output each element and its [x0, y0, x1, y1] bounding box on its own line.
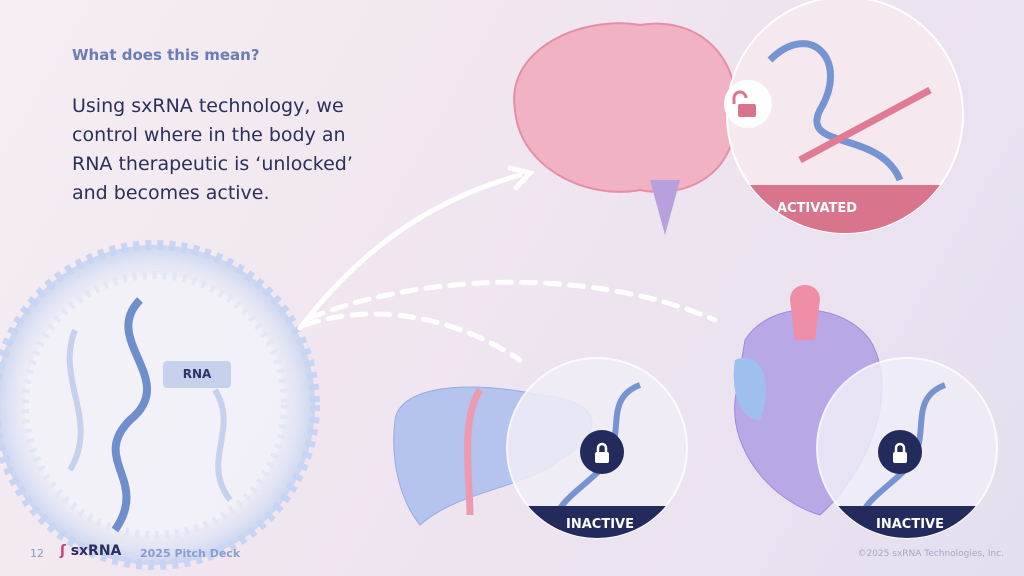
brain: [513, 22, 737, 235]
slide-body-text: Using sxRNA technology, we control where…: [72, 95, 353, 204]
unlocked-icon: [732, 90, 756, 117]
arrow-to-brain: [297, 172, 523, 331]
slide-heading: What does this mean?: [72, 46, 260, 64]
rna-label: RNA: [163, 361, 231, 388]
status-inactive-heart: INACTIVE: [876, 517, 944, 532]
deck-title: 2025 Pitch Deck: [140, 547, 241, 560]
copyright: ©2025 sxRNA Technologies, Inc.: [857, 549, 1005, 559]
status-inactive-liver: INACTIVE: [566, 517, 634, 532]
arrows: [297, 165, 718, 363]
rna-strand: [111, 297, 151, 533]
inactive-panel-heart: INACTIVE: [816, 357, 998, 539]
sxrna-logo: ʃ sxRNA: [60, 543, 121, 559]
page-number: 12: [30, 547, 44, 560]
status-activated: ACTIVATED: [777, 201, 857, 216]
activated-panel: ACTIVATED: [724, 0, 964, 234]
lock-icon: [595, 442, 609, 463]
arrow-to-liver: [302, 311, 523, 363]
logo-mark-icon: ʃ: [60, 543, 66, 559]
liposome: [0, 240, 320, 570]
inactive-panel-liver: INACTIVE: [506, 357, 688, 539]
lock-icon: [893, 442, 907, 463]
logo-text: sxRNA: [70, 543, 122, 559]
arrow-to-heart: [307, 279, 718, 323]
